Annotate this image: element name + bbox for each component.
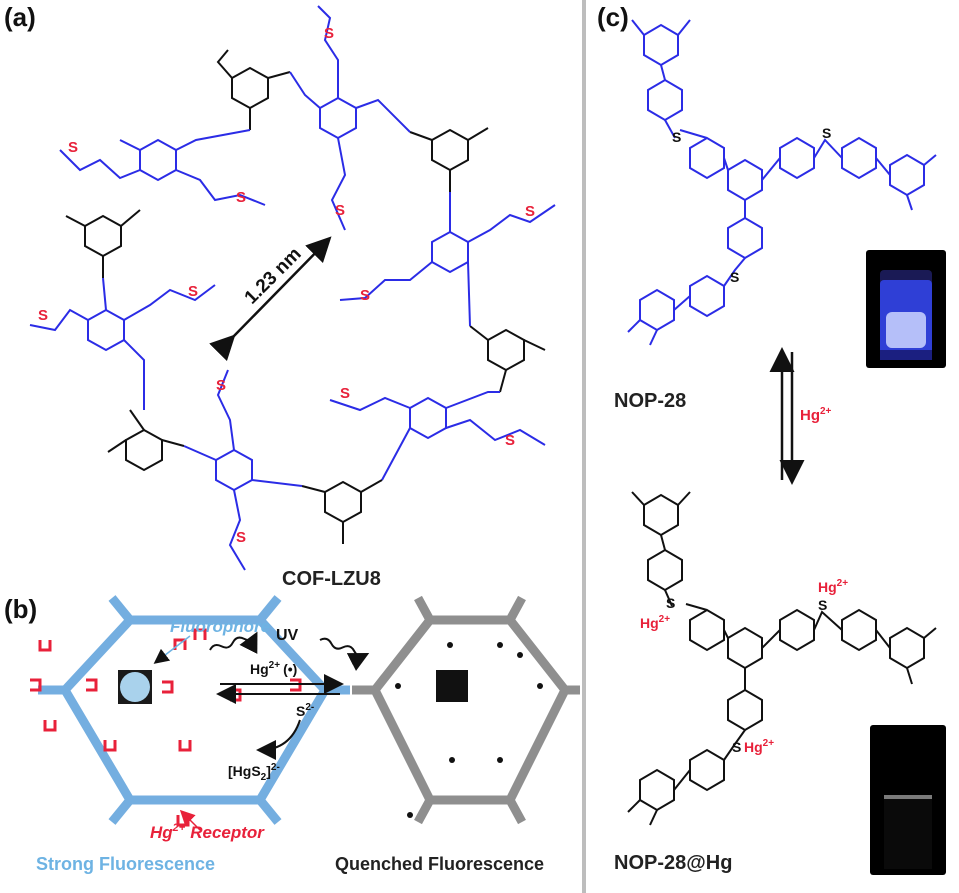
benzene-ring (324, 480, 362, 524)
sulfur-atom: S (188, 283, 198, 300)
benzene-ring (779, 608, 815, 652)
sulfur-atom: S (822, 125, 831, 141)
quenched-fluorescence-label: Quenched Fluorescence (335, 854, 544, 874)
benzene-ring (647, 548, 683, 592)
triazine-ring (727, 158, 763, 202)
sulfur-atom: S (68, 139, 78, 156)
receptor-label: Hg (150, 823, 173, 842)
triazine-ring (639, 288, 675, 332)
fluorescent-vial-photo (866, 250, 946, 368)
nop28hg-name: NOP-28@Hg (614, 852, 733, 874)
svg-text:[HgS2]2-: [HgS2]2- (228, 762, 280, 783)
triazine-ring (889, 153, 925, 197)
uv-label: UV (276, 627, 299, 644)
svg-text:Hg2+Receptor: Hg2+Receptor (150, 822, 265, 842)
triazine-ring (639, 768, 675, 812)
cof-lzu8-structure: S S S S S S S S S S S S 1.23 nm (29, 5, 556, 571)
sulfur-atom: S (525, 203, 535, 220)
triazine-ring (727, 626, 763, 670)
benzene-ring (215, 448, 253, 492)
benzene-ring (431, 230, 469, 274)
quenched-core (436, 670, 468, 702)
panel-b-label: (b) (4, 594, 38, 624)
benzene-ring (689, 748, 725, 792)
benzene-ring (727, 688, 763, 732)
sulfur-atom: S (216, 377, 226, 394)
fluorophore-label: Fluorophore (170, 617, 270, 636)
benzene-ring (727, 216, 763, 260)
benzene-ring (689, 136, 725, 180)
benzene-ring (431, 128, 469, 172)
benzene-ring (139, 138, 177, 182)
sulfur-atom: S (236, 529, 246, 546)
benzene-ring (87, 308, 125, 352)
benzene-ring (319, 96, 357, 140)
sulfur-atom: S (340, 385, 350, 402)
sulfur-atom: S (666, 595, 675, 611)
sulfur-atom: S (38, 307, 48, 324)
benzene-ring (125, 428, 163, 472)
benzene-ring (689, 608, 725, 652)
benzene-ring (487, 328, 525, 372)
triazine-ring (643, 493, 679, 537)
sulfur-atom: S (732, 739, 741, 755)
svg-text:Hg2+(•): Hg2+(•) (250, 660, 297, 677)
hgs2-complex-label: [HgS (228, 763, 261, 779)
quenched-fluorescence-framework (352, 595, 580, 825)
benzene-ring (689, 274, 725, 318)
panel-divider (582, 0, 586, 893)
strong-fluorescence-label: Strong Fluorescence (36, 854, 215, 874)
sulfur-atom: S (360, 287, 370, 304)
benzene-ring (231, 66, 269, 110)
benzene-ring (84, 214, 122, 258)
hg-bound-label: Hg2+ (744, 738, 774, 755)
sulfur-atom: S (505, 432, 515, 449)
hg-arrow-label: Hg (800, 407, 820, 424)
nop28-name: NOP-28 (614, 390, 687, 412)
pore-diameter-label: 1.23 nm (241, 244, 306, 309)
sulfur-atom: S (818, 597, 827, 613)
hg-bound-label: Hg2+ (640, 614, 670, 631)
benzene-ring (647, 78, 683, 122)
uv-wave-right (319, 637, 370, 672)
hg-forward-label: Hg (250, 661, 269, 677)
panel-c-label: (c) (597, 2, 629, 32)
equilibrium-arrows (216, 674, 344, 760)
pore-diameter-arrow (209, 236, 332, 362)
benzene-ring (841, 608, 877, 652)
benzene-ring (779, 136, 815, 180)
sulfur-atom: S (236, 189, 246, 206)
quenched-vial-photo (870, 725, 946, 875)
panel-a-label: (a) (4, 2, 36, 32)
sulfur-atom: S (672, 129, 681, 145)
uv-wave-left (209, 631, 258, 654)
benzene-ring (409, 396, 447, 440)
hg-bound-label: Hg2+ (818, 578, 848, 595)
nop28hg-structure (627, 491, 937, 826)
svg-text:Hg2+: Hg2+ (800, 406, 832, 424)
cof-name: COF-LZU8 (282, 568, 381, 590)
triazine-ring (643, 23, 679, 67)
benzene-ring (841, 136, 877, 180)
fluorescent-core (120, 672, 150, 702)
sulfur-atom: S (335, 202, 345, 219)
sulfur-atom: S (730, 269, 739, 285)
sulfide-label: S (296, 703, 305, 719)
sulfur-atom: S (324, 25, 334, 42)
nop28-structure (627, 19, 937, 346)
svg-text:S2-: S2- (296, 702, 314, 719)
hg-equilibrium-arrows (769, 347, 805, 485)
triazine-ring (889, 626, 925, 670)
